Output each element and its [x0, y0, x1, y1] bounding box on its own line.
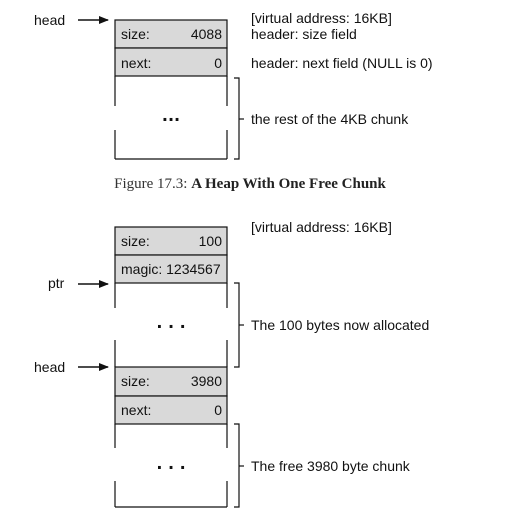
figure-caption: Figure 17.3: A Heap With One Free Chunk [114, 176, 386, 192]
note-virtual-address-2: [virtual address: 16KB] [251, 219, 392, 235]
head-pointer-label: head [34, 12, 65, 28]
free-next-value: 0 [214, 402, 222, 418]
next-field-value: 0 [214, 55, 222, 71]
magic-text: magic: 1234567 [121, 261, 221, 277]
head-pointer-label-2: head [34, 359, 65, 375]
free-next-label: next: [121, 402, 151, 418]
caption-number: Figure 17.3: [114, 176, 191, 192]
ptr-pointer-label: ptr [48, 275, 65, 291]
allocated-bracket [234, 282, 240, 368]
caption-title: A Heap With One Free Chunk [191, 176, 386, 192]
free-size-value: 3980 [191, 373, 222, 389]
chunk-ellipsis: ... [162, 106, 180, 125]
free-ellipsis: . . . [156, 454, 185, 473]
next-field-cell [114, 47, 228, 77]
allocated-ellipsis: . . . [156, 313, 185, 332]
note-allocated: The 100 bytes now allocated [251, 317, 429, 333]
free-size-cell [114, 366, 228, 397]
free-next-cell [114, 395, 228, 425]
magic-cell [114, 254, 228, 284]
next-field-label: next: [121, 55, 151, 71]
note-virtual-address: [virtual address: 16KB] [251, 10, 392, 26]
note-rest-of-chunk: the rest of the 4KB chunk [251, 111, 409, 127]
allocated-size-cell [114, 226, 228, 256]
note-free: The free 3980 byte chunk [251, 458, 411, 474]
allocated-size-value: 100 [199, 233, 223, 249]
figure-two: [virtual address: 16KB] size: 100 magic:… [34, 219, 429, 508]
figure-one: head size: 4088 next: 0 ... [virtual add… [34, 10, 433, 160]
free-bracket [234, 423, 240, 508]
size-field-value: 4088 [191, 26, 222, 42]
note-size-field: header: size field [251, 26, 357, 42]
rest-bracket [234, 77, 240, 160]
note-next-field: header: next field (NULL is 0) [251, 55, 433, 71]
size-field-label: size: [121, 26, 150, 42]
free-size-label: size: [121, 373, 150, 389]
allocated-size-label: size: [121, 233, 150, 249]
